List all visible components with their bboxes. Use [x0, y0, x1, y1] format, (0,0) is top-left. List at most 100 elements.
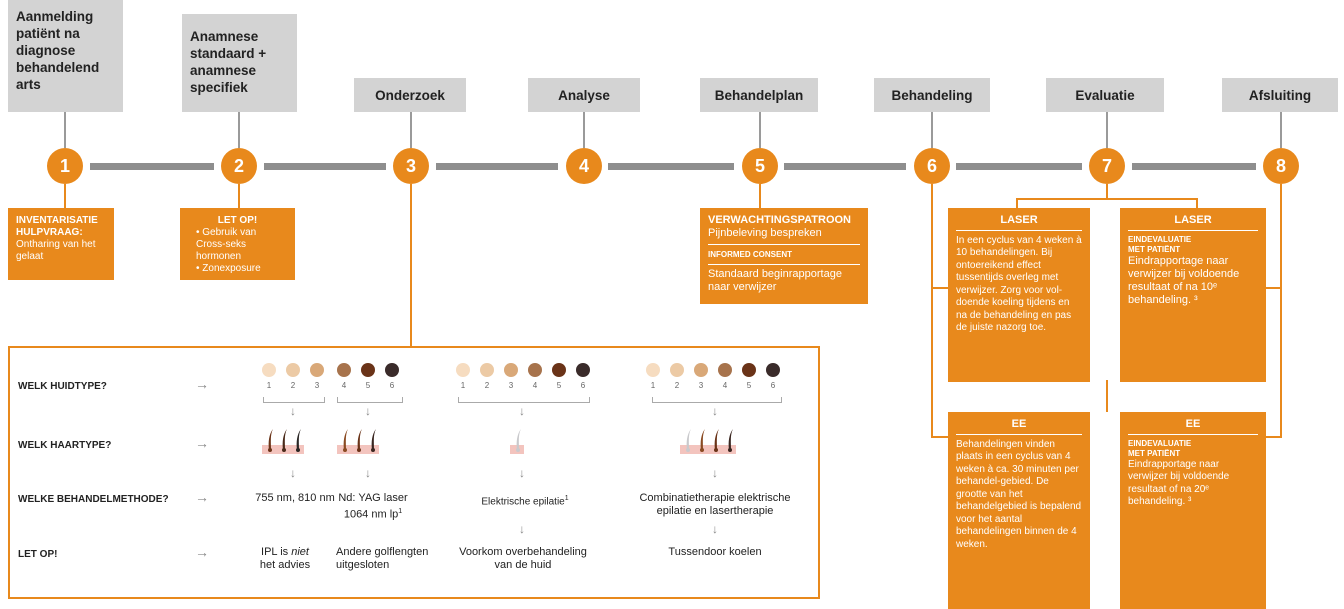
step-number-6: 6: [914, 148, 950, 184]
skin-swatch-number: 1: [650, 381, 656, 390]
skin-swatch-number: 5: [365, 381, 371, 390]
hair-icon: [722, 429, 736, 454]
method-ndyag: Nd: YAG laser 1064 nm lp1: [318, 492, 428, 522]
connector-7-left: [1016, 198, 1018, 208]
connector-8-ee: [1264, 436, 1282, 438]
skin-swatch: [742, 363, 756, 377]
connector-2: [238, 112, 240, 148]
laser-evaluation-box: LASER EINDEVALUATIE MET PATIËNT Eindrapp…: [1120, 208, 1266, 382]
note-golflengten: Andere golflengten uitgesloten: [336, 546, 448, 572]
connector-7-down: [1106, 184, 1108, 200]
box-let-op-list: Gebruik van Cross-seks hormonen Zonexpos…: [188, 227, 287, 275]
connector-3-down: [410, 184, 412, 346]
method-electric-text: Elektrische epilatie: [481, 496, 565, 508]
connector-8: [1280, 112, 1282, 148]
note-ipl-line2: het advies: [259, 559, 311, 571]
connector-5: [759, 112, 761, 148]
connector-4: [583, 112, 585, 148]
step-number-3: 3: [393, 148, 429, 184]
arrow-down-icon: ↓: [365, 466, 371, 480]
timeline-segment: [956, 163, 1082, 170]
note-ipl: IPL is niet het advies: [230, 546, 340, 572]
arrow-right-icon: →: [195, 544, 209, 560]
timeline-segment: [90, 163, 214, 170]
step-number-4: 4: [566, 148, 602, 184]
arrow-right-icon: →: [195, 489, 209, 505]
skin-swatch: [480, 363, 494, 377]
step-number-8: 8: [1263, 148, 1299, 184]
method-ndyag-line1: Nd: YAG laser: [338, 492, 408, 504]
step-box-7: Evaluatie: [1046, 78, 1164, 112]
skin-swatch-number: 6: [389, 381, 395, 390]
box-inventarisatie-text: Ontharing van het gelaat: [16, 239, 96, 262]
footnote-ref: 1: [564, 495, 569, 502]
step-number-7: 7: [1089, 148, 1125, 184]
arrow-down-icon: ↓: [290, 404, 296, 418]
hair-icon: [351, 429, 365, 454]
ee-treatment-box: EE Behandelingen vinden plaats in een cy…: [948, 412, 1090, 609]
list-item: Zonexposure: [196, 263, 287, 275]
skin-swatch: [694, 363, 708, 377]
note-ipl-em: niet: [291, 546, 309, 558]
list-item: Gebruik van Cross-seks hormonen: [196, 227, 287, 263]
skin-swatch-number: 1: [266, 381, 272, 390]
step-box-6: Behandeling: [874, 78, 990, 112]
step-number-2: 2: [221, 148, 257, 184]
step-title-7: Evaluatie: [1075, 87, 1135, 103]
laser-evaluation-text: Eindrapportage naar verwijzer bij voldoe…: [1128, 254, 1240, 306]
step-box-4: Analyse: [528, 78, 640, 112]
step-title-4: Analyse: [558, 87, 610, 103]
arrow-down-icon: ↓: [712, 404, 718, 418]
laser-treatment-title: LASER: [956, 214, 1082, 231]
note-overbehandeling-line1: Voorkom overbehandeling: [459, 546, 587, 558]
connector-7-right: [1196, 198, 1198, 208]
skin-swatch-number: 3: [508, 381, 514, 390]
ee-evaluation-box: EE EINDEVALUATIE MET PATIËNT Eindrapport…: [1120, 412, 1266, 609]
arrow-right-icon: →: [195, 376, 209, 392]
ee-evaluation-sub1: EINDEVALUATIE: [1128, 438, 1192, 448]
arrow-right-icon: →: [195, 435, 209, 451]
hair-icon: [337, 429, 351, 454]
arrow-down-icon: ↓: [712, 522, 718, 536]
skin-swatch-number: 6: [580, 381, 586, 390]
method-combination-line2: epilatie en lasertherapie: [656, 505, 774, 517]
ee-treatment-text: Behandelingen vinden plaats in een cyclu…: [956, 438, 1082, 550]
connector-5-down: [759, 184, 761, 208]
box-verwachtingspatroon: VERWACHTINGSPATROON Pijnbeleving besprek…: [700, 208, 868, 304]
skin-swatch-number: 4: [341, 381, 347, 390]
timeline-segment: [264, 163, 386, 170]
connector-8-ee-v: [1280, 287, 1282, 438]
method-electric: Elektrische epilatie1: [455, 492, 595, 508]
hair-icon: [708, 429, 722, 454]
skin-swatch: [456, 363, 470, 377]
skin-swatch-number: 4: [722, 381, 728, 390]
bracket: [337, 397, 403, 403]
connector-6-ee: [931, 436, 948, 438]
arrow-down-icon: ↓: [365, 404, 371, 418]
step-title-2: Anamnese standaard + anamnese specifiek: [190, 29, 267, 95]
timeline-segment: [1132, 163, 1256, 170]
hair-icon: [680, 429, 694, 454]
connector-7-branch: [1016, 198, 1198, 200]
arrow-down-icon: ↓: [290, 466, 296, 480]
skin-swatch-number: 3: [698, 381, 704, 390]
connector-2-down: [238, 184, 240, 208]
hair-icon: [510, 429, 524, 454]
skin-swatch: [528, 363, 542, 377]
arrow-down-icon: ↓: [519, 404, 525, 418]
ee-evaluation-sub2: MET PATIËNT: [1128, 448, 1181, 458]
hair-icon: [290, 429, 304, 454]
laser-evaluation-sub2: MET PATIËNT: [1128, 244, 1181, 254]
footnote-ref: 1: [398, 508, 403, 515]
connector-laser-ee-mid: [1106, 380, 1108, 412]
arrow-down-icon: ↓: [519, 466, 525, 480]
skin-swatch: [646, 363, 660, 377]
connector-3: [410, 112, 412, 148]
step-box-2: Anamnese standaard + anamnese specifiek: [182, 14, 297, 112]
skin-swatch: [576, 363, 590, 377]
skin-swatch: [552, 363, 566, 377]
step-title-3: Onderzoek: [375, 87, 445, 103]
skin-swatch-number: 3: [314, 381, 320, 390]
row-label-behandelmethode: WELKE BEHANDELMETHODE?: [18, 494, 169, 505]
row-label-let-op: LET OP!: [18, 549, 58, 560]
